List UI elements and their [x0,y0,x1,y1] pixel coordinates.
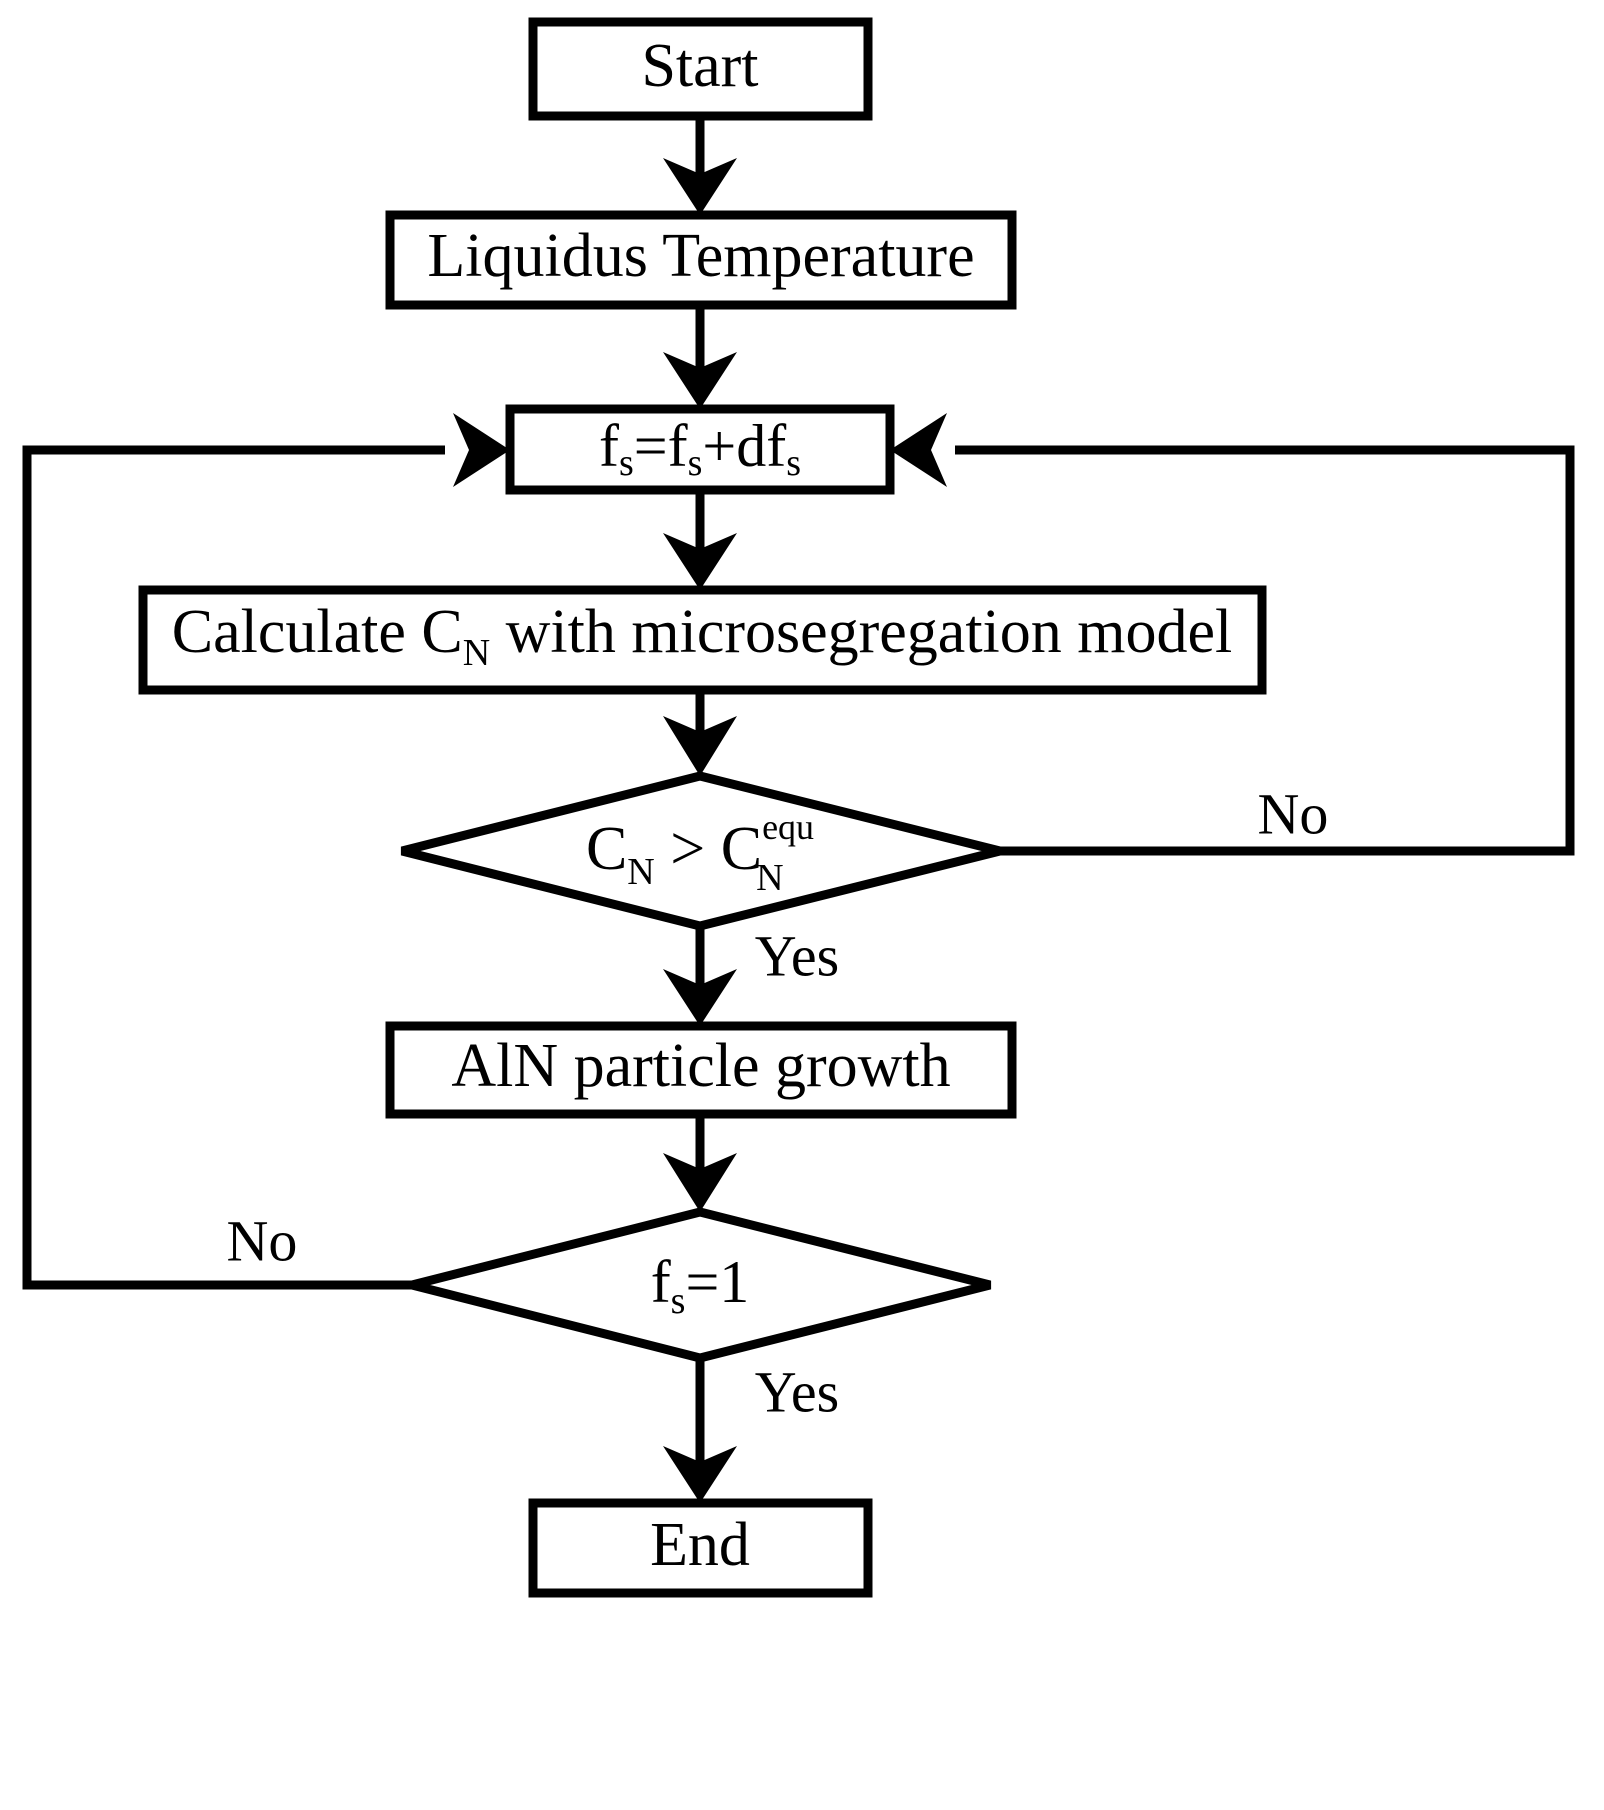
edge-increment-to-calculate [663,490,737,590]
node-end[interactable]: End [528,1498,873,1598]
edge-decision-fs-yes-to-end [663,1358,737,1503]
edge-calculate-to-decision-cn [663,690,737,776]
decision-fs-complete-label: fs=1 [651,1249,750,1322]
node-decision-fs-complete[interactable]: fs=1 [410,1207,992,1363]
edge-decision-cn-yes-to-growth [663,926,737,1026]
edge-liquidus-to-increment [663,305,737,409]
liquidus-temperature-label: Liquidus Temperature [427,222,974,290]
liquidus-temperature-box[interactable] [385,210,1017,310]
edge-decision-cn-no-loop [890,413,1575,856]
edge-decision-fs-no-loop [22,413,510,1290]
calculate-cn-box[interactable] [138,585,1267,695]
solid-fraction-increment-box[interactable] [505,404,895,495]
decision-cn-threshold-diamond[interactable] [400,771,1002,931]
start-label: Start [641,32,758,100]
node-calculate-cn[interactable]: Calculate CN with microsegregation model [138,585,1267,695]
edge-label-cn-no: No [1258,781,1329,846]
aln-particle-growth-label: AlN particle growth [451,1032,950,1100]
edge-start-to-liquidus [663,116,737,215]
aln-particle-growth-box[interactable] [385,1021,1017,1119]
node-solid-fraction-increment[interactable]: fs=fs+dfs [505,404,895,495]
end-box[interactable] [528,1498,873,1598]
calculate-cn-label: Calculate CN with microsegregation model [172,598,1233,673]
edge-growth-to-decision-fs [663,1114,737,1212]
start-box[interactable] [528,17,873,121]
node-start[interactable]: Start [528,17,873,121]
edge-label-fs-yes: Yes [755,1359,839,1424]
node-aln-particle-growth[interactable]: AlN particle growth [385,1021,1017,1119]
solid-fraction-increment-label: fs=fs+dfs [599,413,801,484]
end-label: End [650,1511,750,1579]
node-liquidus-temperature[interactable]: Liquidus Temperature [385,210,1017,310]
edge-label-fs-no: No [227,1208,298,1273]
edge-label-cn-yes: Yes [755,923,839,988]
decision-fs-complete-diamond[interactable] [410,1207,992,1363]
